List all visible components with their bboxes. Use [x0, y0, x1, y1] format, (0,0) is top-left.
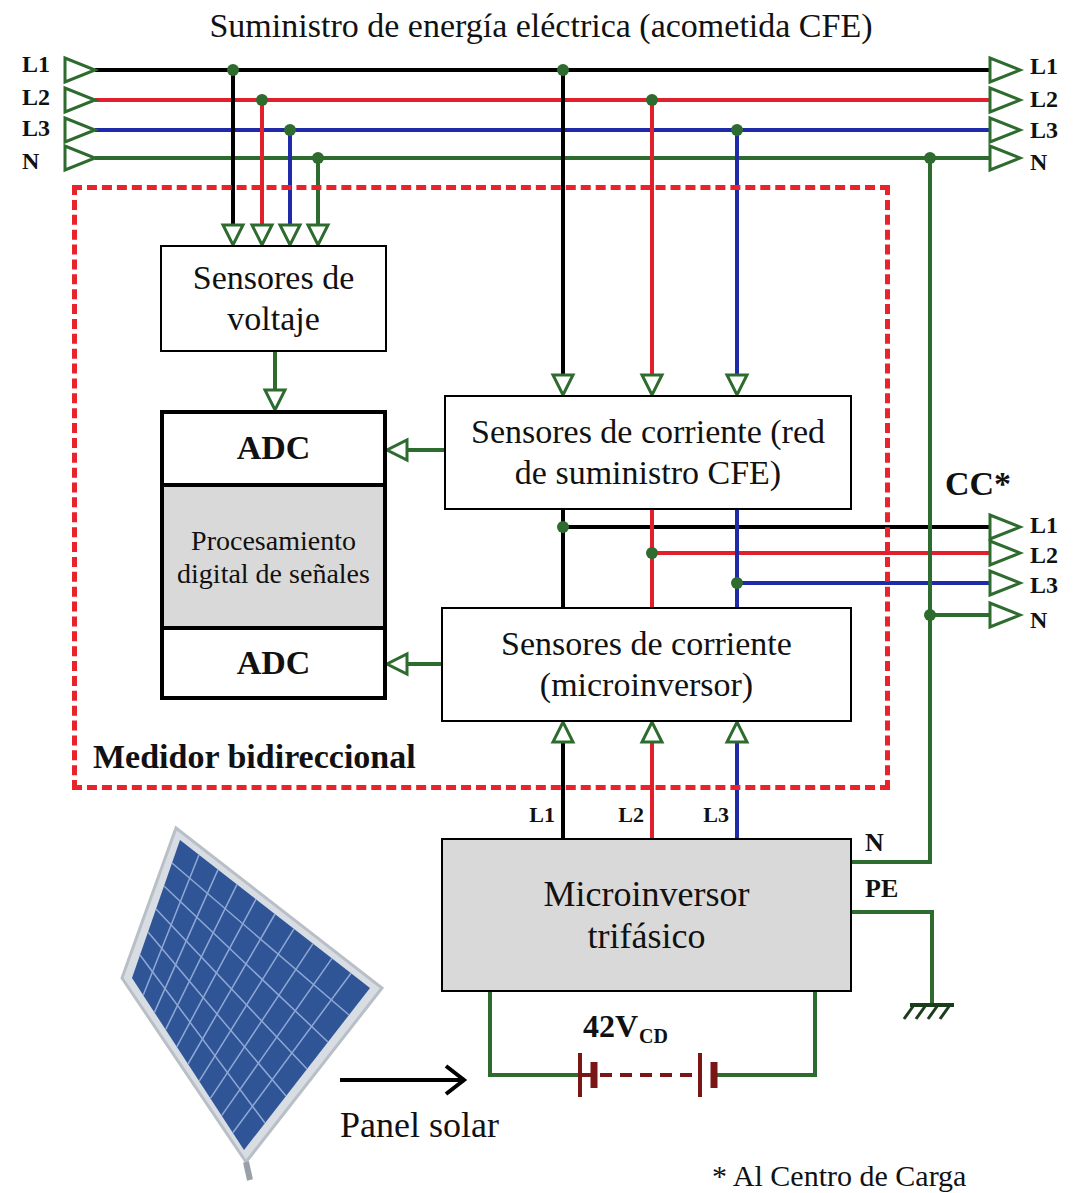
text-holder: Procesamiento digital de señales	[164, 487, 383, 627]
adc-box: ADC	[160, 410, 387, 487]
voltage-sensor-box: Sensores de voltaje	[160, 245, 387, 352]
panel-label: Panel solar	[340, 1104, 499, 1146]
terminal-label: L1	[22, 50, 50, 78]
terminal-label: N	[1030, 148, 1047, 176]
box-label: Sensores de corriente (microinversor)	[461, 624, 833, 704]
junction-dot	[646, 547, 658, 559]
arrow-head	[553, 722, 573, 742]
terminal-label: L3	[1030, 571, 1058, 599]
connector	[642, 722, 662, 838]
terminal-label: N	[1030, 606, 1047, 634]
text-holder: Sensores de voltaje	[162, 247, 385, 350]
connector	[727, 722, 747, 838]
terminal-label: L3	[22, 114, 50, 142]
dc-battery-symbol	[490, 992, 815, 1097]
text-holder: Medidor bidireccional	[93, 737, 416, 777]
text-holder: Microinversor trifásico	[443, 840, 850, 990]
junction-dot	[557, 521, 569, 533]
load-center-terminals	[990, 515, 1020, 627]
load-center-label: CC*	[945, 464, 1011, 504]
box-label: ADC	[237, 428, 311, 468]
grid-current-arrows	[553, 375, 747, 395]
arrow-head	[265, 390, 285, 410]
voltage-tap-arrows	[223, 225, 328, 245]
terminal-label: N	[22, 147, 39, 175]
box-label: Procesamiento digital de señales	[164, 524, 383, 590]
adc-box: ADC	[160, 626, 387, 700]
phase-label: L1	[529, 802, 555, 828]
box-label: ADC	[237, 643, 311, 683]
text-holder: Sensores de corriente (red de suministro…	[446, 397, 850, 508]
connector	[737, 510, 738, 607]
connector	[265, 352, 285, 410]
connector	[387, 654, 441, 674]
junction-dot	[731, 577, 743, 589]
current-sensor-box: Sensores de corriente (microinversor)	[441, 607, 852, 722]
pin-label: N	[865, 828, 884, 859]
arrow-head	[727, 722, 747, 742]
voltage-taps	[233, 70, 318, 225]
box-label: Sensores de voltaje	[189, 258, 359, 338]
terminal-label: L2	[1030, 85, 1058, 113]
voltage-subscript: CD	[639, 1025, 668, 1049]
terminal-label: L1	[1030, 52, 1058, 80]
dsp-block: Procesamiento digital de señalesADCADC	[160, 410, 387, 700]
terminal-label: L2	[22, 83, 50, 111]
text-holder: ADC	[164, 414, 383, 483]
current-sensor-box: Sensores de corriente (red de suministro…	[444, 395, 852, 510]
arrow-head	[387, 440, 407, 460]
connector	[553, 722, 573, 838]
terminal-label: L1	[1030, 511, 1058, 539]
bus-terminals	[65, 58, 1020, 170]
phase-label: L2	[618, 802, 644, 828]
panel-arrow	[340, 1066, 464, 1094]
grid-current-taps	[563, 70, 737, 375]
load-center-feed	[563, 158, 990, 862]
box-label: Sensores de corriente (red de suministro…	[462, 412, 834, 492]
text-holder: Sensores de corriente (microinversor)	[443, 609, 850, 720]
phase-label: L3	[703, 802, 729, 828]
supply-bus	[95, 70, 990, 158]
inverter-box: Microinversor trifásico	[441, 838, 852, 992]
arrow-head	[387, 654, 407, 674]
diagram-title: Suministro de energía eléctrica (acometi…	[0, 6, 1082, 46]
arrow-head	[642, 722, 662, 742]
box-label: Microinversor trifásico	[507, 873, 787, 958]
terminal-label: L2	[1030, 541, 1058, 569]
pin-label: PE	[865, 874, 898, 905]
footnote: * Al Centro de Carga	[712, 1158, 966, 1193]
region-heading: Medidor bidireccional	[93, 737, 416, 777]
ground-symbol	[852, 912, 954, 1019]
connector	[387, 440, 444, 460]
text-holder: ADC	[164, 630, 383, 696]
terminal-label: L3	[1030, 116, 1058, 144]
meter-boundary: Medidor bidireccional Sensores de voltaje…	[72, 185, 890, 790]
voltage-label: 42V	[583, 1008, 638, 1046]
